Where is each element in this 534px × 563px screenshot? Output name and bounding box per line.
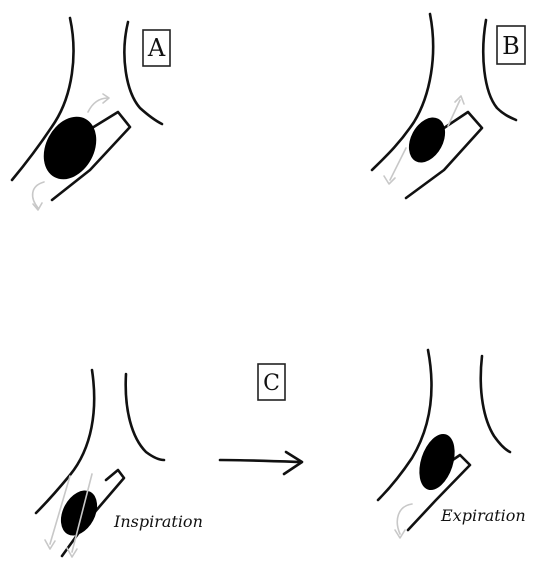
inspiration-label: Inspiration: [113, 512, 203, 531]
obstruction-a: [33, 108, 106, 189]
airway-a: [12, 18, 162, 200]
panel-a: A: [12, 18, 170, 210]
panel-b: B: [372, 14, 525, 198]
panel-c-header: C: [220, 364, 302, 474]
airway-b: [372, 14, 516, 198]
label-c: C: [263, 371, 280, 396]
transition-arrow: [220, 452, 302, 474]
obstruction-inspiration: [54, 484, 105, 541]
airflow-arrows-expiration: [395, 504, 412, 538]
label-a: A: [147, 34, 166, 62]
expiration-label: Expiration: [440, 506, 526, 525]
panel-c-expiration: Expiration: [378, 350, 526, 538]
obstruction-b: [402, 111, 453, 168]
label-b: B: [502, 32, 520, 60]
panel-c-inspiration: Inspiration: [36, 370, 203, 557]
